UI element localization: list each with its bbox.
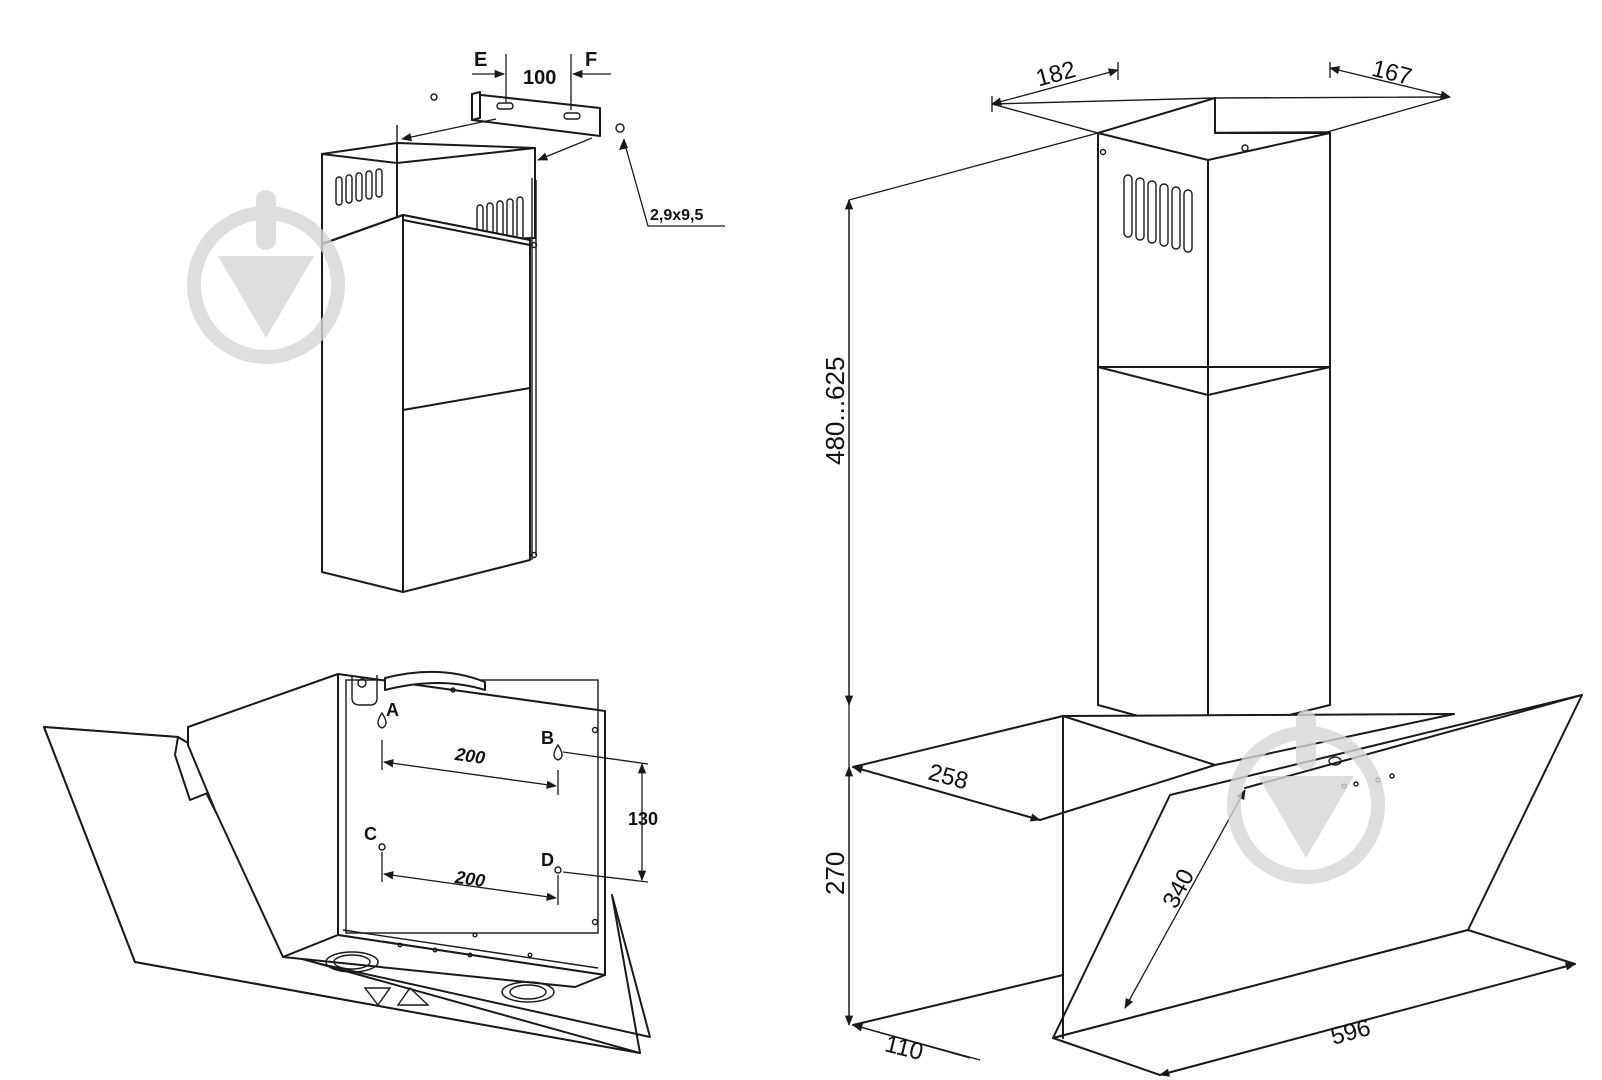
chimney-width-label: 167: [1369, 55, 1414, 91]
hole-a-label: A: [386, 700, 399, 720]
vent-louvres: [1123, 174, 1193, 253]
hole-d-label: D: [541, 850, 554, 870]
dimension-f-label: F: [585, 49, 597, 71]
dimension-e-label: E: [474, 49, 487, 71]
hole-d: [554, 866, 562, 874]
body-height-label: 270: [820, 852, 850, 895]
wall-bracket: [471, 91, 601, 137]
bracket-width-label: 100: [523, 67, 556, 89]
hole-a: [377, 711, 387, 729]
hole-c-label: C: [364, 824, 377, 844]
chimney-depth-label: 182: [1033, 56, 1079, 92]
vertical-spacing-label: 130: [628, 809, 658, 829]
watermark-logo-icon: [1227, 710, 1385, 884]
hole-b-label: B: [541, 728, 554, 748]
watermark-logo-icon: [187, 190, 345, 364]
overall-dimensions-view: 182 167 480...625 258 270 340 596 110: [820, 55, 1583, 1077]
top-spacing-label: 200: [453, 744, 487, 768]
screw-size-label: 2,9x9,5: [650, 207, 703, 224]
hole-b: [553, 743, 563, 761]
bottom-spacing-label: 200: [453, 867, 487, 891]
base-depth-label: 110: [882, 1031, 926, 1066]
hood-back-view: A B C D 200 200 130: [43, 670, 658, 1054]
vent-louvres-left: [335, 168, 383, 206]
chimney-exploded-view: E 100 F 2,9x9,5: [321, 49, 725, 593]
hole-c: [378, 843, 386, 851]
chimney-height-label: 480...625: [820, 357, 850, 465]
